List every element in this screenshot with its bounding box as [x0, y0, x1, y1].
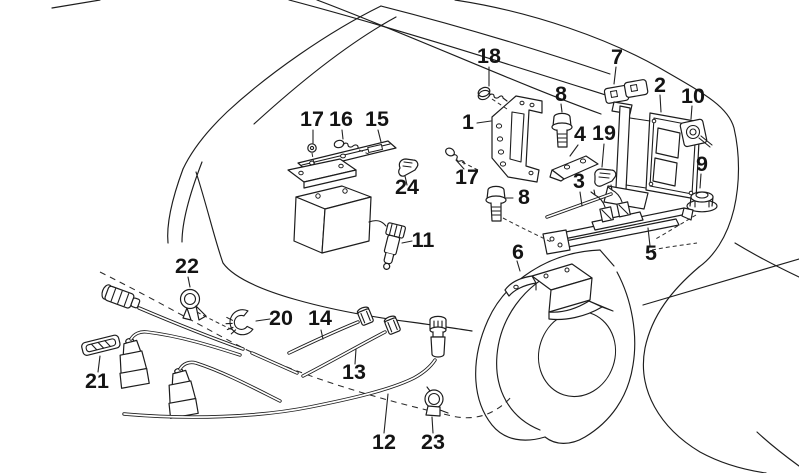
- corner-stub-line: [51, 0, 101, 9]
- module-cable: [368, 220, 387, 227]
- callout-9[interactable]: 9: [696, 152, 708, 176]
- callout-18[interactable]: 18: [477, 44, 501, 68]
- liner-mid-contour: [496, 267, 564, 431]
- elbow-plug-left: [101, 284, 141, 309]
- part-screw-17-top: [307, 143, 317, 153]
- callout-20[interactable]: 20: [269, 306, 293, 330]
- callout-23[interactable]: 23: [421, 430, 445, 454]
- liner-right-curve: [544, 271, 636, 444]
- car-body-outline: [51, 0, 799, 473]
- trunk-edge-line-a: [288, 0, 613, 98]
- antenna-plug-12: [429, 315, 447, 358]
- callout-24[interactable]: 24: [395, 175, 419, 199]
- callout-17-lower[interactable]: 17: [455, 165, 479, 189]
- trunk-edge-line-c: [380, 5, 611, 75]
- suppressor-box-a: [119, 337, 150, 389]
- callout-17-top[interactable]: 17: [300, 107, 324, 131]
- callout-22[interactable]: 22: [175, 254, 199, 278]
- part-bracket-6: [504, 263, 614, 321]
- part-clip-24: [398, 158, 419, 177]
- elbow-plug-14: [356, 306, 374, 326]
- bumper-corner-line: [756, 431, 799, 467]
- part-rod-3: [545, 192, 613, 219]
- part-grommet-20: [225, 309, 254, 336]
- part-bolt-8-top: [551, 112, 573, 148]
- body-outline-right: [454, 0, 740, 268]
- callout-8-lower[interactable]: 8: [518, 185, 530, 209]
- part-clamp-22: [179, 288, 207, 321]
- liner-top-edge: [599, 249, 615, 267]
- part-screw-17-lower: [445, 147, 465, 165]
- part-clips-7: [603, 79, 649, 104]
- trunk-edge-line-b: [316, 0, 602, 115]
- callout-14[interactable]: 14: [308, 306, 332, 330]
- cable-harness-group: [101, 284, 447, 419]
- assembly-dashed-leaders: [196, 98, 698, 332]
- part-plate-4: [549, 155, 599, 182]
- callout-2[interactable]: 2: [654, 73, 666, 97]
- callout-15[interactable]: 15: [365, 107, 389, 131]
- callout-labels: 1 2 3 4 5 6 7 8 8 9 10 11 12 13 14 15 16…: [85, 44, 708, 454]
- callout-6[interactable]: 6: [512, 240, 524, 264]
- callout-5[interactable]: 5: [645, 241, 657, 265]
- callout-8-top[interactable]: 8: [555, 82, 567, 106]
- callout-10[interactable]: 10: [681, 84, 705, 108]
- roof-line: [182, 5, 382, 170]
- part-cage-nut-10: [679, 118, 713, 148]
- part-screw-16: [333, 139, 363, 150]
- callout-11[interactable]: 11: [412, 228, 435, 252]
- callout-7[interactable]: 7: [611, 45, 623, 69]
- callout-4[interactable]: 4: [574, 122, 586, 146]
- roof-inner-line: [253, 16, 397, 125]
- callout-16[interactable]: 16: [329, 107, 353, 131]
- part-module-11: [293, 185, 406, 270]
- quarter-panel-curve: [642, 266, 767, 473]
- shelf-side-line: [642, 258, 799, 306]
- callout-3[interactable]: 3: [573, 169, 585, 193]
- callout-leader-lines: [97, 66, 702, 434]
- callout-1[interactable]: 1: [462, 110, 474, 134]
- part-bracket-1: [491, 95, 543, 183]
- part-rail-assembly-5: [542, 184, 694, 255]
- part-sleeve-21: [81, 334, 121, 356]
- elbow-plug-13: [383, 315, 401, 335]
- callout-21[interactable]: 21: [85, 369, 109, 393]
- part-bolt-8-lower: [485, 185, 507, 222]
- part-bracket-strip-15: [287, 140, 397, 189]
- part-screw-18: [477, 86, 508, 102]
- part-flange-nut-9: [686, 191, 718, 213]
- callout-12[interactable]: 12: [372, 430, 396, 454]
- callout-19[interactable]: 19: [592, 121, 616, 145]
- callout-13[interactable]: 13: [342, 360, 366, 384]
- pillar-line-a: [167, 168, 184, 244]
- part-clamp-23: [424, 386, 449, 417]
- hidden-shelf-dashed-line: [99, 271, 513, 419]
- module-connector-plug: [383, 222, 406, 270]
- body-edge-right-upper: [734, 242, 799, 278]
- suppressor-box-b: [168, 367, 199, 419]
- part-bracket-2: [603, 101, 701, 210]
- pillar-line-b: [181, 161, 203, 243]
- part-clip-19: [594, 168, 617, 187]
- liner-outer-curve: [475, 249, 601, 441]
